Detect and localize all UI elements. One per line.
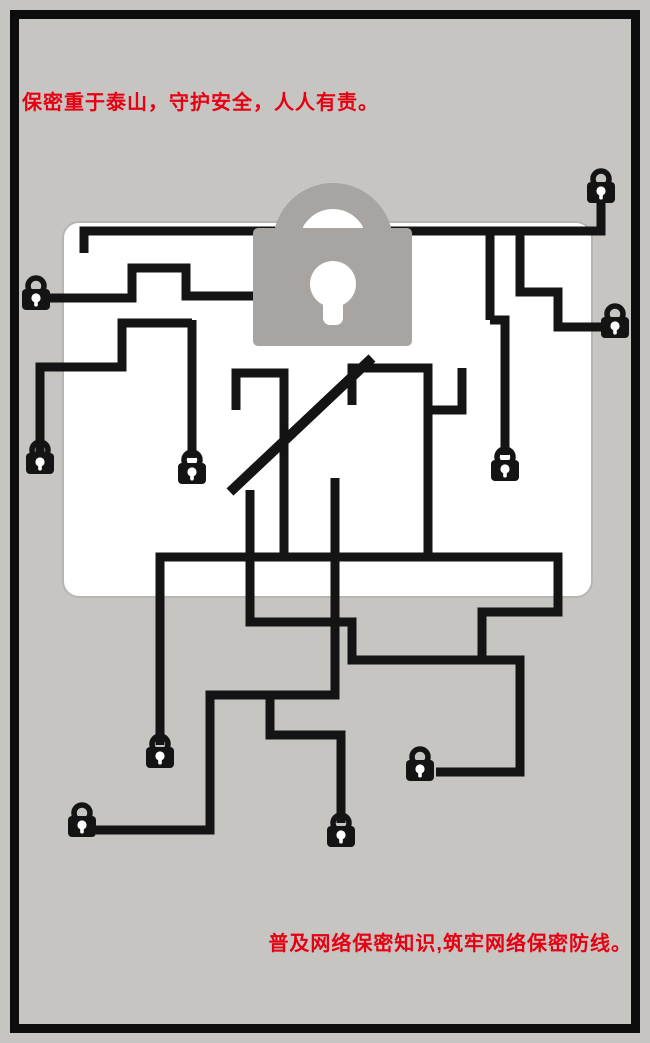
main-padlock-icon [253,183,412,346]
wire-segment [231,368,289,557]
keyhole-stem [323,297,343,325]
wire-segment [155,552,563,777]
keyhole [310,261,356,307]
bottom-slogan: 普及网络保密知识,筑牢网络保密防线。 [268,933,632,955]
wire-segment [490,315,510,455]
wire-segment [265,695,346,823]
circuit-maze [35,200,614,835]
wire-segment [515,231,614,332]
padlock-icon [601,306,629,338]
wire-segment [245,490,482,665]
diagonal-slash [226,354,376,496]
wire-segment [50,263,255,303]
padlock-icon [22,278,50,310]
padlock-icon [406,749,434,781]
padlock-icon [587,171,615,203]
padlock-icon [68,805,96,837]
top-slogan: 保密重于泰山，守护安全，人人有责。 [22,92,379,114]
wire-segment [35,318,192,455]
